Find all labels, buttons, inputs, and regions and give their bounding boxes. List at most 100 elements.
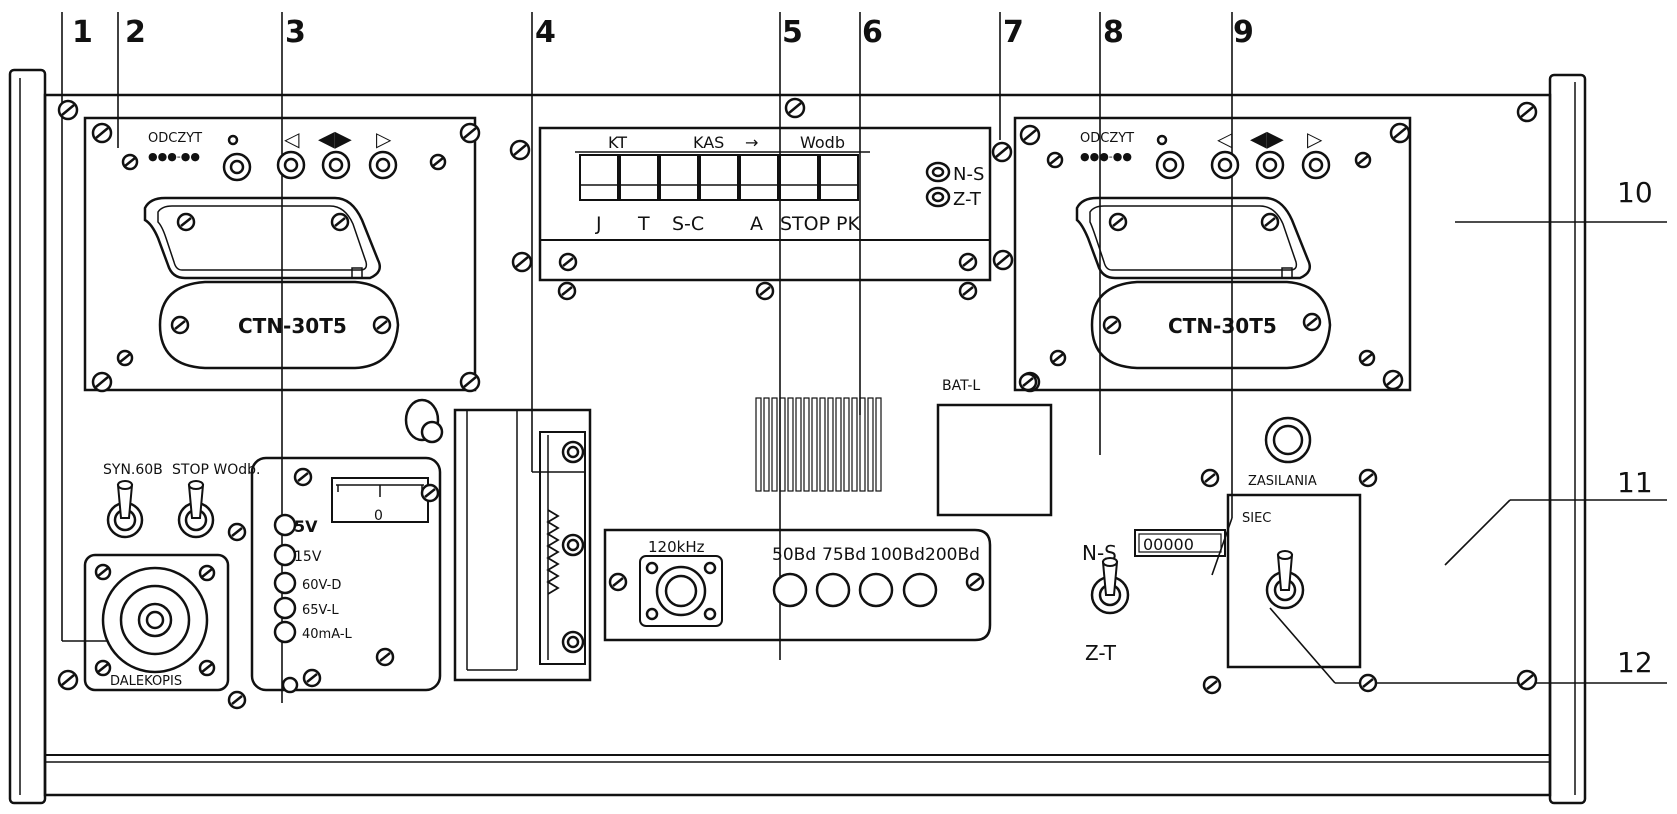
power-lamp-label: ZASILANIA <box>1248 474 1317 489</box>
range-5v-button[interactable] <box>273 513 297 537</box>
baud-50-button[interactable] <box>772 572 808 608</box>
mains-toggle-switch[interactable] <box>1265 550 1305 610</box>
display-key-cells <box>579 154 859 201</box>
display-label-wodb: Wodb <box>800 133 845 152</box>
reader-right-indicator-dot <box>1156 134 1168 146</box>
callout-8: 8 <box>1103 15 1124 50</box>
dalekopis-label: DALEKOPIS <box>110 674 182 689</box>
reader-right-button-forward[interactable] <box>1301 150 1331 180</box>
mains-switch-label: SIEC <box>1242 511 1271 526</box>
range-40ma-l-label: 40mA-L <box>302 627 353 642</box>
card-slot <box>453 408 592 682</box>
callout-labels: 1 2 3 4 5 6 7 8 9 10 11 12 <box>72 15 1653 679</box>
toggle-syn-switch[interactable] <box>106 480 144 539</box>
indicator-ns-label: N-S <box>953 164 984 185</box>
reader-left: ODCZYT ●●●-●● ◁ ◀▶ ▷ CTN-30T5 <box>83 116 481 393</box>
reader-right-readout-label: ODCZYT <box>1080 131 1134 146</box>
indicator-zt-lamp <box>925 186 951 208</box>
range-65v-l-button[interactable] <box>273 596 297 620</box>
callout-5: 5 <box>782 15 803 50</box>
toggle-syn-label: SYN.60B <box>103 462 163 478</box>
reader-right: ODCZYT ●●●-●● ◁ ◀▶ ▷ CTN-30T5 <box>1013 116 1412 393</box>
left-arrow-icon: ◁ <box>283 127 300 151</box>
bat-l-compartment: BAT-L <box>936 372 1053 517</box>
baud-label-100: 100Bd <box>870 545 925 565</box>
power-section: ZASILANIA SIEC <box>1200 416 1378 695</box>
double-arrow-icon: ◀▶ <box>318 127 352 152</box>
callout-10: 10 <box>1617 176 1653 209</box>
counter-display: 00000 <box>1134 529 1226 557</box>
left-toggle-group: SYN.60B STOP WOdb. <box>103 462 260 710</box>
ns-zt-toggle-switch[interactable] <box>1090 557 1130 615</box>
baud-label-50: 50Bd <box>772 545 816 565</box>
right-arrow-icon: ▷ <box>376 127 392 151</box>
fuse-holder[interactable] <box>404 398 444 444</box>
right-arrow-icon: ▷ <box>1307 127 1323 151</box>
range-5v-label: 5V <box>294 517 318 536</box>
range-40ma-l-button[interactable] <box>273 620 297 644</box>
reader-left-button-both[interactable] <box>321 150 351 180</box>
range-60v-d-button[interactable] <box>273 571 297 595</box>
key-label-a: A <box>750 213 763 235</box>
toggle-stop-switch[interactable] <box>177 480 215 539</box>
callout-11: 11 <box>1617 466 1653 499</box>
range-60v-d-label: 60V-D <box>302 578 341 593</box>
callout-6: 6 <box>862 15 883 50</box>
reader-left-button-read[interactable] <box>222 152 252 182</box>
callout-7: 7 <box>1003 15 1024 50</box>
key-label-t: T <box>637 213 650 235</box>
arrow-right-icon: → <box>745 133 758 152</box>
key-label-s-c: S-C <box>672 213 704 235</box>
display-panel: KT KAS → Wodb J T S-C A STOP PK N-S Z-T <box>509 126 1014 301</box>
reader-left-readout-label: ODCZYT <box>148 131 202 146</box>
range-65v-l-label: 65V-L <box>302 603 339 618</box>
reader-right-model: CTN-30T5 <box>1168 314 1277 338</box>
callout-4: 4 <box>535 15 556 50</box>
callout-3: 3 <box>285 15 306 50</box>
baud-panel: 120kHz 50Bd 75Bd 100Bd 200Bd <box>603 528 992 642</box>
callout-12: 12 <box>1617 646 1653 679</box>
reader-right-button-back[interactable] <box>1210 150 1240 180</box>
callout-leaders <box>61 12 1667 703</box>
callout-1: 1 <box>72 15 93 50</box>
double-arrow-icon: ◀▶ <box>1250 127 1284 152</box>
frame-screws <box>57 97 1538 691</box>
reader-left-button-forward[interactable] <box>368 150 398 180</box>
dalekopis-connector[interactable] <box>83 553 230 692</box>
key-label-pk: PK <box>836 213 860 235</box>
power-lamp <box>1264 416 1312 464</box>
counter-value: 00000 <box>1143 535 1194 554</box>
callout-9: 9 <box>1233 15 1254 50</box>
panel-frame <box>8 68 1587 805</box>
indicator-zt-label: Z-T <box>953 189 982 210</box>
reader-left-indicator-dot <box>227 134 239 146</box>
baud-label-75: 75Bd <box>822 545 866 565</box>
baud-100-button[interactable] <box>858 572 894 608</box>
left-arrow-icon: ◁ <box>1216 127 1233 151</box>
display-label-kt: KT <box>608 133 627 152</box>
baud-75-button[interactable] <box>815 572 851 608</box>
indicator-ns-lamp <box>925 161 951 183</box>
baud-label-200: 200Bd <box>925 545 980 565</box>
reader-left-readout-dots: ●●●-●● <box>148 150 200 163</box>
toggle-stop-label: STOP WOdb. <box>172 462 260 478</box>
ns-zt-toggle-group: N-S Z-T <box>1082 541 1130 665</box>
reader-right-readout-dots: ●●●-●● <box>1080 150 1132 163</box>
freq-label: 120kHz <box>648 538 705 556</box>
range-15v-button[interactable] <box>273 543 297 567</box>
callout-2: 2 <box>125 15 146 50</box>
meter-panel-peg <box>281 676 299 694</box>
key-label-j: J <box>595 213 602 235</box>
ns-toggle-bottom-label: Z-T <box>1085 641 1117 665</box>
reader-right-button-read[interactable] <box>1155 150 1185 180</box>
display-label-kas: KAS <box>693 133 724 152</box>
meter-scale-value: 0 <box>374 508 383 524</box>
reader-right-button-both[interactable] <box>1255 150 1285 180</box>
reader-left-button-back[interactable] <box>276 150 306 180</box>
freq-120khz-connector[interactable] <box>639 555 723 627</box>
baud-200-button[interactable] <box>902 572 938 608</box>
heatsink <box>755 397 882 492</box>
meter-panel: 0 5V 15V 60V-D 65V-L 40mA-L <box>250 456 442 694</box>
reader-left-model: CTN-30T5 <box>238 314 347 338</box>
